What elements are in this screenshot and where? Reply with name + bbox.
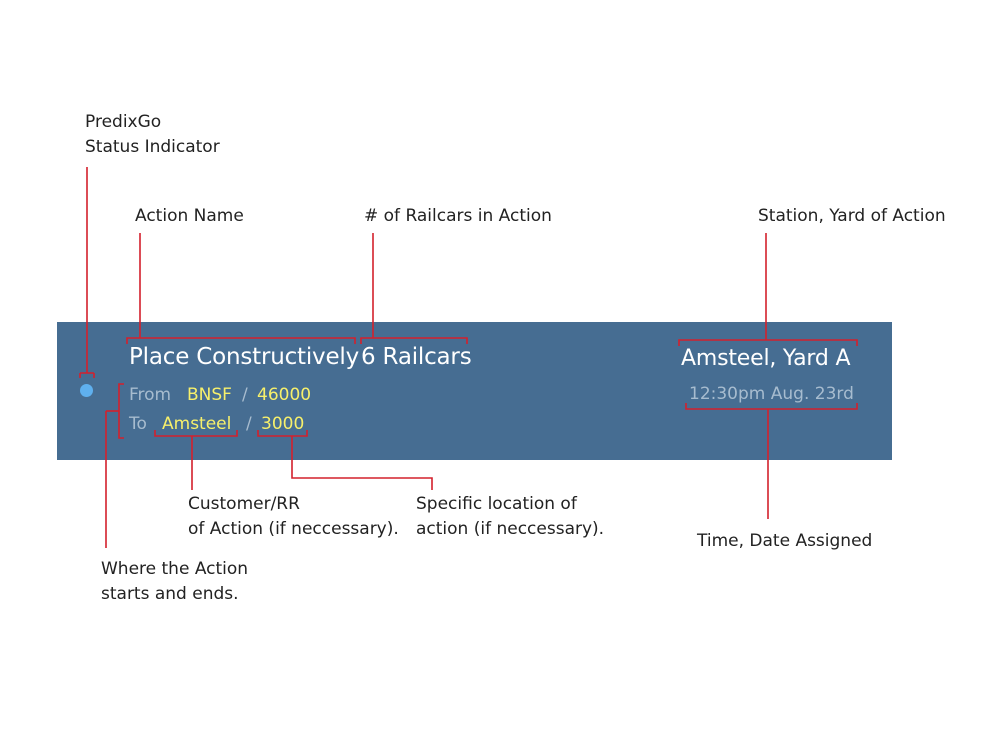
to-separator: / — [246, 414, 252, 434]
from-separator: / — [242, 385, 248, 405]
specific-location-annotation-line-2: action (if neccessary). — [416, 519, 605, 539]
action-card[interactable] — [57, 322, 892, 460]
action-name-bracket — [126, 337, 356, 344]
status-indicator-dot — [80, 384, 93, 397]
railcar-count-bracket — [360, 337, 468, 344]
assigned-datetime: 12:30pm Aug. 23rd — [689, 384, 854, 404]
customer-rr-bracket — [154, 430, 238, 437]
status-indicator-annotation-line-2: Status Indicator — [85, 137, 220, 157]
customer-rr-annotation-line-1: Customer/RR — [188, 494, 300, 514]
time-date-annotation: Time, Date Assigned — [697, 531, 873, 551]
where-action-bracket — [118, 383, 124, 439]
status-indicator-annotation-line-1: PredixGo — [85, 112, 162, 132]
from-location: 46000 — [257, 385, 312, 405]
to-customer: Amsteel — [162, 414, 232, 434]
status-indicator-annotation: PredixGo Status Indicator — [85, 110, 220, 160]
to-label: To — [129, 414, 147, 434]
where-action-annotation-line-2: starts and ends. — [101, 584, 239, 604]
station-yard-annotation: Station, Yard of Action — [758, 206, 946, 226]
customer-rr-annotation: Customer/RR of Action (if neccessary). — [188, 492, 399, 542]
from-customer: BNSF — [187, 385, 232, 405]
specific-location-annotation: Specific location of action (if neccessa… — [416, 492, 604, 542]
station-yard: Amsteel, Yard A — [681, 346, 851, 371]
where-action-annotation-line-1: Where the Action — [101, 559, 249, 579]
to-location: 3000 — [261, 414, 305, 434]
status-indicator-bracket — [79, 372, 95, 378]
railcar-count-annotation: # of Railcars in Action — [364, 206, 552, 226]
customer-rr-annotation-line-2: of Action (if neccessary). — [188, 519, 399, 539]
railcar-count: 6 Railcars — [361, 344, 472, 370]
action-name: Place Constructively — [129, 344, 360, 370]
specific-location-bracket — [257, 430, 308, 437]
where-action-annotation: Where the Action starts and ends. — [101, 557, 248, 607]
time-date-bracket — [685, 403, 858, 410]
from-label: From — [129, 385, 172, 405]
action-name-annotation: Action Name — [135, 206, 244, 226]
specific-location-annotation-line-1: Specific location of — [416, 494, 577, 514]
specific-location-callout-line — [291, 436, 433, 490]
station-yard-bracket — [678, 339, 858, 346]
